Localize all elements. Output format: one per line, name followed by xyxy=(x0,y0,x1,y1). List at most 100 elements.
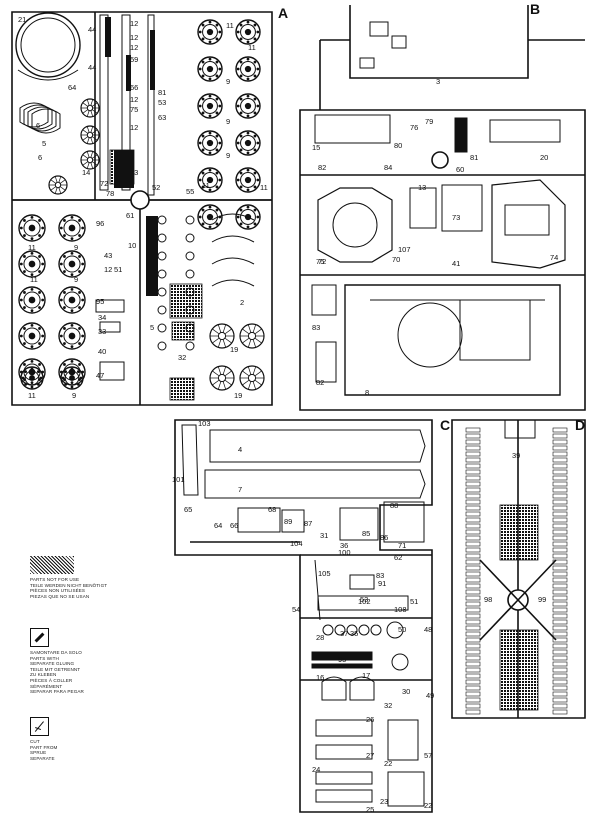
track-link xyxy=(465,655,481,661)
part-number: 86 xyxy=(380,533,388,542)
track-link xyxy=(465,643,481,649)
road-wheel xyxy=(63,306,66,309)
track-link xyxy=(552,517,568,523)
mantlet-part xyxy=(409,187,437,229)
road-wheel xyxy=(63,255,66,258)
road-wheel xyxy=(256,215,260,219)
road-wheel xyxy=(63,234,66,237)
track-link xyxy=(465,709,481,715)
fender-part xyxy=(387,771,425,807)
road-wheel xyxy=(215,222,219,226)
part-number: 23 xyxy=(380,797,388,806)
part-number: 15 xyxy=(312,143,320,152)
road-wheel xyxy=(30,251,34,255)
part-number: 6 xyxy=(38,153,42,162)
bolt-part xyxy=(346,624,358,636)
bolt-part xyxy=(185,233,195,243)
track-link xyxy=(465,535,481,541)
part-number: 35 xyxy=(350,629,358,638)
part-number: 6 xyxy=(36,121,40,130)
road-wheel xyxy=(239,208,243,212)
vertical-bar xyxy=(99,14,109,191)
hatched-part xyxy=(169,377,195,401)
track-guard xyxy=(204,469,426,499)
track-link xyxy=(552,529,568,535)
road-wheel xyxy=(202,98,218,114)
sprocket-wheel xyxy=(86,156,94,164)
bolt-part xyxy=(185,251,195,261)
part-number: 53 xyxy=(158,98,166,107)
track-link xyxy=(465,625,481,631)
road-wheel xyxy=(215,60,219,64)
road-wheel xyxy=(30,345,34,349)
road-wheel xyxy=(235,204,261,230)
part-number: 51 xyxy=(410,597,418,606)
track-link xyxy=(465,493,481,499)
track-link xyxy=(465,445,481,451)
road-wheel xyxy=(197,93,223,119)
road-wheel xyxy=(215,74,219,78)
road-wheel xyxy=(59,262,63,266)
track-link xyxy=(552,499,568,505)
part-number: 49 xyxy=(426,691,434,700)
road-wheel xyxy=(38,363,41,366)
track-link xyxy=(552,535,568,541)
part-number: 81 xyxy=(470,153,478,162)
road-wheel xyxy=(246,77,250,81)
part-number: 12 xyxy=(130,43,138,52)
track-link xyxy=(552,667,568,673)
not-used-line: PIÈCES NON UTILISÉES xyxy=(30,588,86,594)
part-number: 64 xyxy=(214,521,222,530)
road-wheel xyxy=(236,104,240,108)
road-wheel xyxy=(23,219,26,222)
part-number: 71 xyxy=(398,541,406,550)
part-number: 31 xyxy=(320,531,328,540)
track-link xyxy=(552,661,568,667)
part-number: 85 xyxy=(362,529,370,538)
road-wheel xyxy=(41,226,45,230)
sprocket-wheel xyxy=(217,331,227,341)
bolt-part xyxy=(157,323,167,333)
road-wheel xyxy=(70,309,74,313)
engine-deck xyxy=(459,299,531,361)
part-number: 61 xyxy=(126,211,134,220)
road-wheel xyxy=(198,178,202,182)
sprocket-wheel xyxy=(247,331,257,341)
sprue-gate xyxy=(431,151,449,169)
road-wheel xyxy=(63,255,81,273)
road-wheel xyxy=(239,60,243,64)
road-wheel xyxy=(201,185,205,189)
road-wheel xyxy=(78,291,81,294)
road-wheel xyxy=(23,327,41,345)
track-link xyxy=(465,463,481,469)
road-wheel xyxy=(41,298,45,302)
bolt-part xyxy=(157,305,167,315)
track-link xyxy=(552,433,568,439)
part-number: 72 xyxy=(318,257,326,266)
track-link xyxy=(552,487,568,493)
road-wheel xyxy=(208,151,212,155)
road-wheel xyxy=(246,94,250,98)
part-number: 66 xyxy=(130,83,138,92)
track-link xyxy=(552,619,568,625)
track-link xyxy=(552,541,568,547)
part-number: 2 xyxy=(240,298,244,307)
road-wheel xyxy=(246,168,250,172)
road-wheel xyxy=(208,131,212,135)
hull-plate xyxy=(454,117,468,153)
road-wheel xyxy=(240,24,256,40)
track-link xyxy=(552,547,568,553)
bolt-part xyxy=(157,287,167,297)
side-plate xyxy=(181,424,199,496)
track-link xyxy=(465,619,481,625)
road-wheel xyxy=(235,167,261,193)
part-number: 79 xyxy=(425,117,433,126)
road-wheel xyxy=(206,28,214,36)
road-wheel xyxy=(38,306,41,309)
road-wheel xyxy=(69,375,75,381)
road-wheel xyxy=(30,309,34,313)
road-wheel xyxy=(70,367,74,371)
